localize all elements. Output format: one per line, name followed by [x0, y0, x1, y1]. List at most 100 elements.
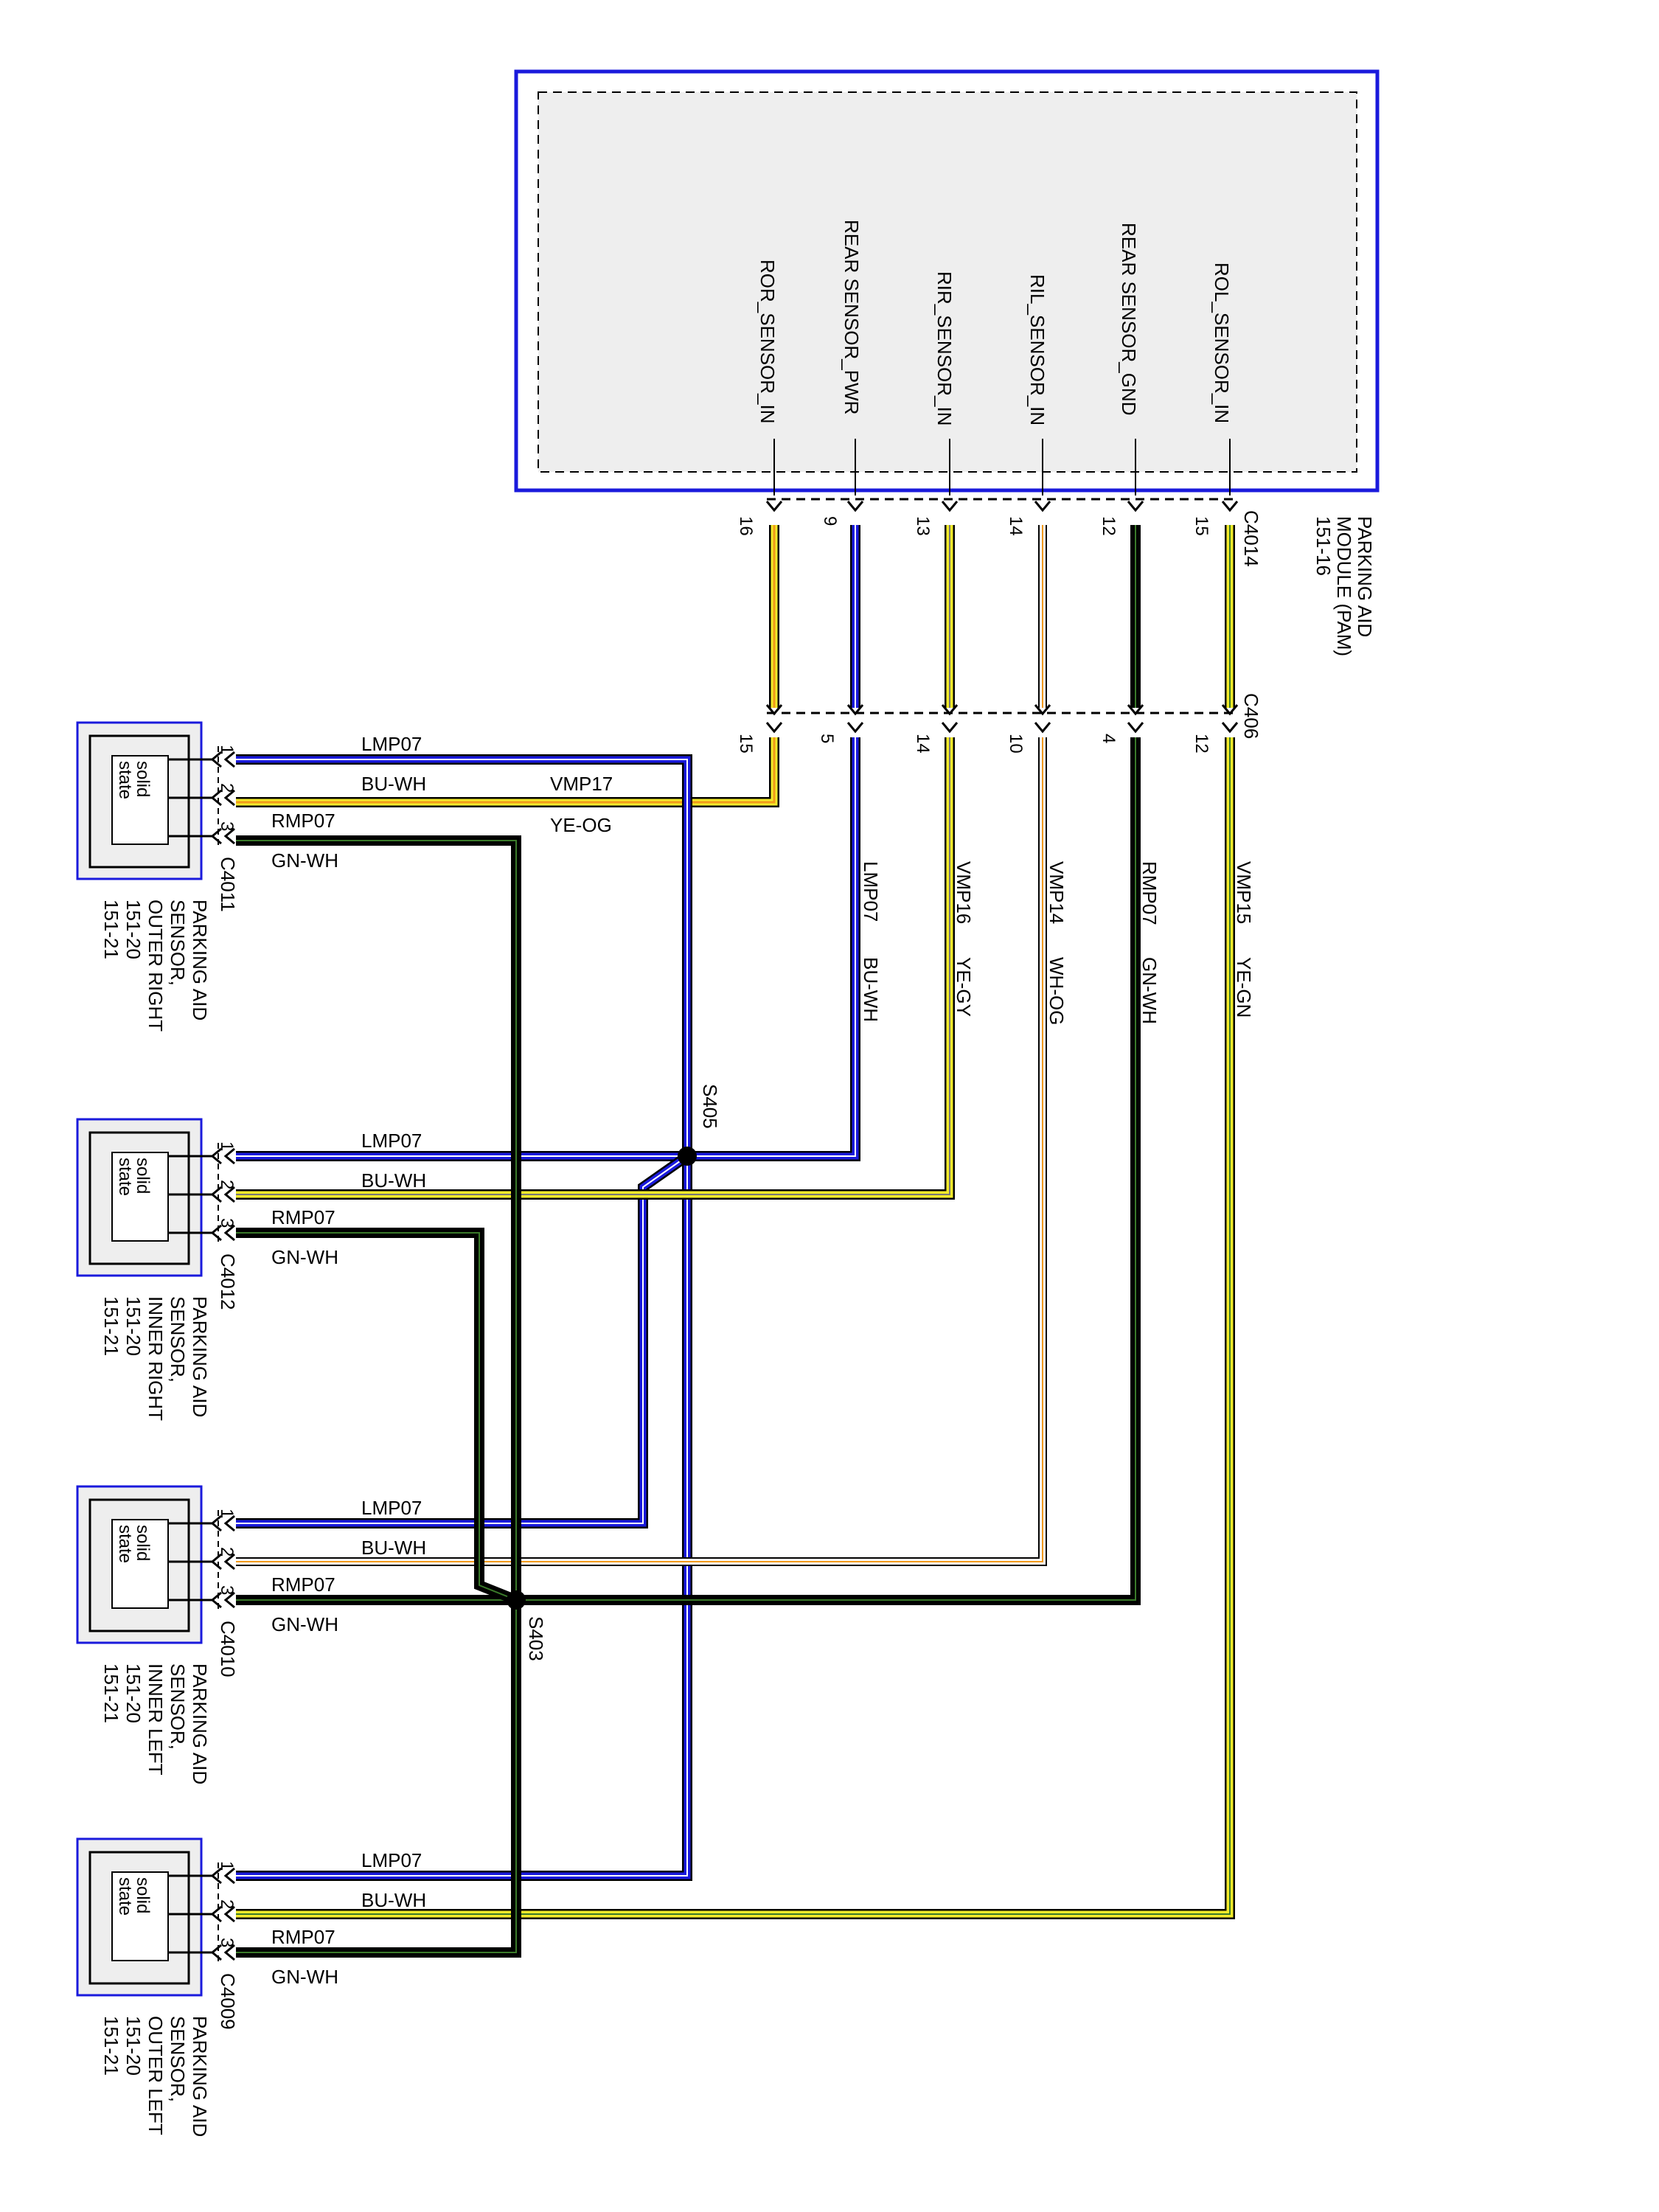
- wire-label: GN-WH: [271, 1613, 338, 1635]
- pin-arrow: [210, 1147, 222, 1165]
- sensor-name-line: SENSOR,: [167, 900, 189, 986]
- c4014-connector: [765, 498, 1239, 512]
- sensor-name-line: OUTER LEFT: [145, 2016, 167, 2135]
- wire-label: LMP07: [361, 1849, 422, 1871]
- pin-arrow: [223, 1224, 235, 1242]
- svg-text:WH-OG: WH-OG: [1046, 957, 1068, 1025]
- module-stubs: [773, 439, 1231, 495]
- sensor-name-line: PARKING AID: [189, 1296, 211, 1417]
- connector-label: C4012: [217, 1253, 239, 1310]
- pin-number: 2: [217, 783, 237, 793]
- harness-wires: [236, 737, 1235, 1958]
- splice-label-s403: S403: [525, 1616, 547, 1661]
- module-signal-labels: ROR_SENSOR_IN REAR SENSOR_PWR RIR_SENSOR…: [757, 220, 1233, 426]
- wire-label: LMP07: [361, 1130, 422, 1152]
- sensor-name-line: PARKING AID: [189, 1663, 211, 1784]
- solid-state-label: solid: [133, 1877, 153, 1913]
- trunk-wires: [769, 525, 1235, 708]
- c4014-label: C4014: [1240, 510, 1262, 567]
- c406-label: C406: [1240, 693, 1262, 739]
- solid-state-box: [111, 1871, 169, 1961]
- pin-number: 1: [217, 1509, 237, 1518]
- solid-state-box: [111, 1519, 169, 1609]
- wire-label: GN-WH: [271, 849, 338, 872]
- parking-aid-module: [514, 69, 1380, 493]
- pin-label: 14: [913, 734, 933, 754]
- pin-number: 1: [217, 745, 237, 754]
- module-name: PARKING AID MODULE (PAM) 151-16: [1312, 516, 1376, 656]
- trunk-circuit-labels: LMP07 BU-WH VMP16 YE-GY VMP14 WH-OG RMP0…: [860, 861, 1255, 1025]
- signal-label-rear-gnd: REAR SENSOR_GND: [1118, 223, 1140, 416]
- sensor-name-line: 151-20: [122, 900, 145, 959]
- solid-state-label: state: [115, 1525, 135, 1563]
- wire-label: RMP07: [271, 1206, 335, 1228]
- pin-number: 2: [217, 1899, 237, 1909]
- signal-label-ror: ROR_SENSOR_IN: [757, 260, 779, 424]
- connector-label: C4009: [217, 1973, 239, 2030]
- signal-label-ril: RIL_SENSOR_IN: [1026, 274, 1048, 425]
- svg-text:151-16: 151-16: [1312, 516, 1335, 576]
- pin-arrow: [223, 1514, 235, 1532]
- pin-label: 15: [1192, 516, 1211, 536]
- pin-arrow: [223, 1186, 235, 1203]
- wire-label: LMP07: [361, 1497, 422, 1519]
- pin-arrow: [223, 1944, 235, 1961]
- solid-state-box: [111, 755, 169, 845]
- wire-label: BU-WH: [361, 1537, 426, 1559]
- pin-arrow: [223, 1591, 235, 1609]
- pin-label: 16: [736, 516, 756, 536]
- svg-text:YE-GY: YE-GY: [953, 957, 975, 1017]
- wire-label: LMP07: [361, 733, 422, 755]
- wire-label: RMP07: [271, 1573, 335, 1596]
- pin-arrow: [210, 1867, 222, 1885]
- svg-text:BU-WH: BU-WH: [860, 957, 882, 1022]
- wire-label: YE-OG: [550, 814, 612, 836]
- connector-label: C4010: [217, 1621, 239, 1677]
- splice-s405: [678, 1147, 697, 1166]
- svg-text:VMP14: VMP14: [1046, 861, 1068, 924]
- c4014-pin-labels: 16 9 13 14 12 15 C4014: [736, 510, 1262, 567]
- wire-label: RMP07: [271, 1926, 335, 1948]
- pin-label: 14: [1006, 516, 1026, 536]
- pin-arrow: [223, 1905, 235, 1923]
- signal-label-rear-pwr: REAR SENSOR_PWR: [841, 220, 863, 414]
- sensor-name-line: 151-21: [100, 900, 122, 959]
- pin-number: 3: [217, 1218, 237, 1228]
- pin-label: 12: [1192, 734, 1211, 754]
- sensor-name-line: 151-21: [100, 1296, 122, 1356]
- wire-label: VMP17: [550, 773, 613, 795]
- wire-label: GN-WH: [271, 1966, 338, 1988]
- svg-text:MODULE (PAM): MODULE (PAM): [1333, 516, 1355, 656]
- pin-label: 4: [1099, 734, 1119, 743]
- wire-label: GN-WH: [271, 1246, 338, 1268]
- connector-label: C4011: [217, 857, 239, 912]
- sensor-name-line: SENSOR,: [167, 2016, 189, 2102]
- splices: S405 S403: [507, 1084, 721, 1661]
- svg-text:PARKING AID: PARKING AID: [1354, 516, 1376, 637]
- pin-number: 2: [217, 1180, 237, 1189]
- svg-text:LMP07: LMP07: [860, 861, 882, 922]
- svg-text:RMP07: RMP07: [1138, 861, 1161, 925]
- pin-arrow: [223, 1553, 235, 1571]
- sensor-name-line: PARKING AID: [189, 900, 211, 1020]
- svg-text:VMP15: VMP15: [1233, 861, 1255, 924]
- sensor-name-line: INNER RIGHT: [145, 1296, 167, 1421]
- pin-label: 15: [736, 734, 756, 754]
- wire-label: BU-WH: [361, 1169, 426, 1192]
- pin-number: 3: [217, 1585, 237, 1595]
- solid-state-label: solid: [133, 761, 153, 797]
- sensor-name-line: 151-21: [100, 1663, 122, 1723]
- pin-arrow: [223, 751, 235, 768]
- pin-number: 1: [217, 1861, 237, 1871]
- pin-arrow: [223, 789, 235, 807]
- pin-arrow: [223, 1147, 235, 1165]
- svg-text:YE-GN: YE-GN: [1233, 957, 1255, 1018]
- splice-label-s405: S405: [699, 1084, 721, 1129]
- pin-label: 13: [913, 516, 933, 536]
- solid-state-label: state: [115, 761, 135, 799]
- sensor-name-line: 151-21: [100, 2016, 122, 2076]
- sensor-name-line: INNER LEFT: [145, 1663, 167, 1775]
